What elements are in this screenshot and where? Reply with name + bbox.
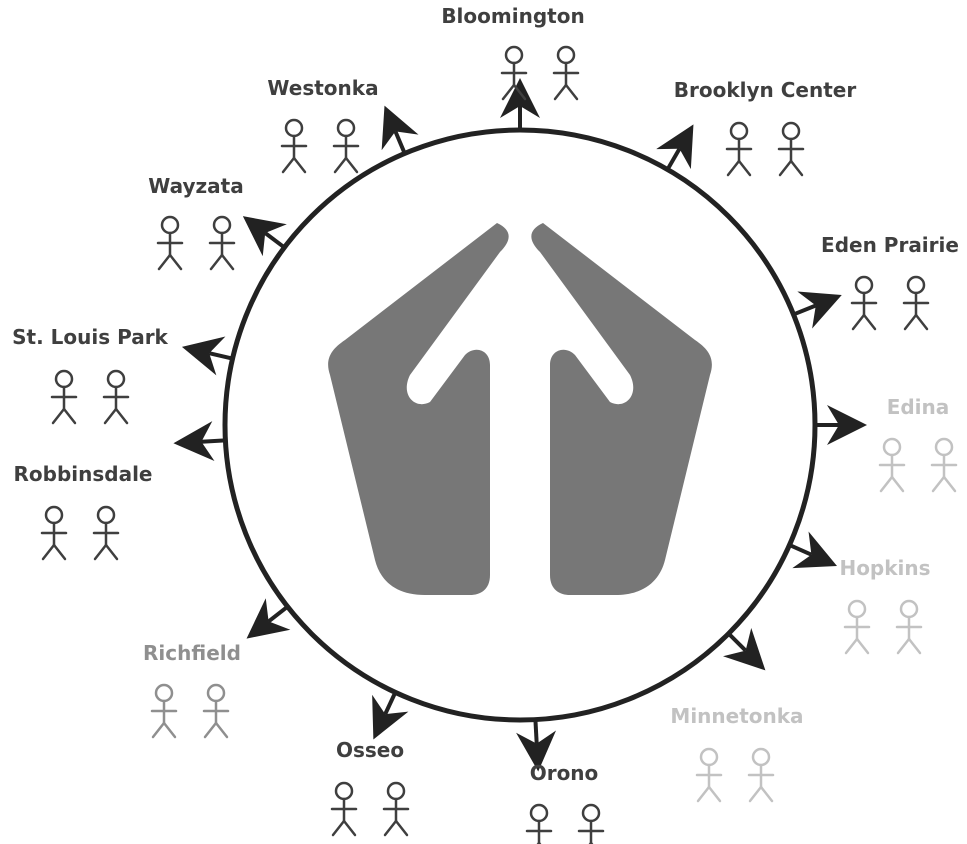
city-group-bloomington: Bloomington [441,4,585,101]
person-icon [156,215,184,271]
city-group-st-louis-park: St. Louis Park [12,325,169,425]
person-icon [500,45,528,101]
person-icon [747,747,775,803]
city-label-richfield: Richfield [143,641,241,665]
city-group-edina: Edina [878,395,958,493]
person-icon [552,45,580,101]
city-label-westonka: Westonka [267,76,378,100]
city-label-bloomington: Bloomington [441,4,584,28]
arrow-osseo [372,689,409,740]
arrow-wayzata [242,216,288,257]
city-group-minnetonka: Minnetonka [670,704,804,803]
arrow-hopkins [786,531,838,569]
person-icon [577,803,605,844]
person-icon [330,781,358,837]
arrow-brooklyn-center [656,124,694,173]
person-icon [280,118,308,174]
city-group-brooklyn-center: Brooklyn Center [674,78,857,177]
city-group-robbinsdale: Robbinsdale [13,462,153,561]
person-icon [92,505,120,561]
arrow-robbinsdale [173,421,228,462]
person-icon [777,121,805,177]
arrow-st-louis-park [181,336,235,376]
right-arrow-half [531,223,712,595]
city-label-osseo: Osseo [336,738,404,762]
person-icon [332,118,360,174]
left-arrow-half [328,223,509,595]
person-icon [843,599,871,655]
outer-ring [222,127,818,723]
city-label-orono: Orono [530,761,599,785]
arrow-eden-prairie [790,291,842,329]
city-group-osseo: Osseo [330,738,410,837]
arrow-orono [516,717,557,772]
person-icon [382,781,410,837]
city-group-richfield: Richfield [143,641,241,739]
city-label-minnetonka: Minnetonka [670,704,803,728]
city-group-westonka: Westonka [267,76,379,174]
arrow-westonka [381,105,419,157]
arrow-minnetonka [722,627,766,671]
person-icon [150,683,178,739]
city-label-hopkins: Hopkins [839,556,930,580]
person-icon [202,683,230,739]
city-label-robbinsdale: Robbinsdale [13,462,152,486]
city-label-edina: Edina [887,395,950,419]
person-icon [725,121,753,177]
person-icon [902,275,930,331]
arrow-richfield [246,598,291,639]
person-icon [50,369,78,425]
person-icon [695,747,723,803]
person-icon [208,215,236,271]
person-icon [895,599,923,655]
city-group-orono: Orono [525,761,605,844]
city-group-wayzata: Wayzata [148,174,244,271]
person-icon [930,437,958,493]
city-label-eden-prairie: Eden Prairie [821,233,959,257]
upward-arrow-in-pentagon-icon [328,223,712,595]
city-group-hopkins: Hopkins [839,556,931,655]
city-label-brooklyn-center: Brooklyn Center [674,78,857,102]
outward-arrows [173,78,867,772]
city-group-eden-prairie: Eden Prairie [821,233,959,331]
person-icon [850,275,878,331]
person-icon [102,369,130,425]
person-icon [878,437,906,493]
person-icon [40,505,68,561]
city-label-st-louis-park: St. Louis Park [12,325,168,349]
person-icon [525,803,553,844]
city-label-wayzata: Wayzata [148,174,243,198]
